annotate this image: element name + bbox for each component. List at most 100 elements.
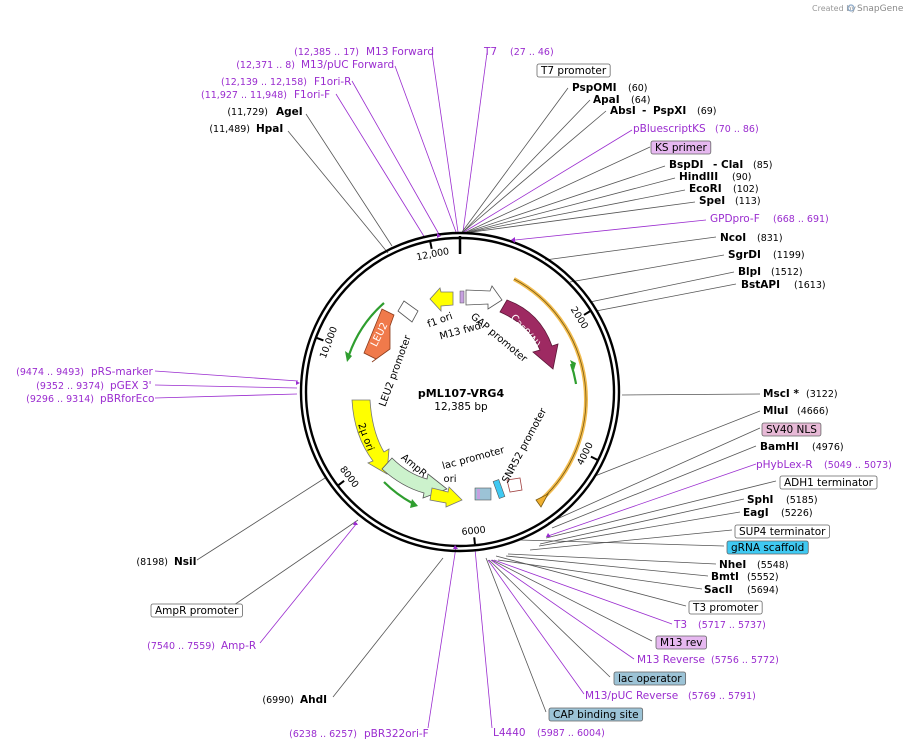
box-grna-scaffold: gRNA scaffold: [726, 540, 809, 555]
leader-sv40-nls: [547, 427, 761, 524]
box-grna-scaffold-text: gRNA scaffold: [731, 542, 804, 554]
pgex3-pos: (9352 .. 9374): [36, 381, 104, 392]
msci-name: MscI *: [763, 388, 799, 400]
leader-ks-primer: [463, 146, 651, 234]
ruler-label-12000: 12,000: [415, 246, 450, 263]
leader-spei: [464, 201, 696, 234]
prs-marker-name: pRS-marker: [91, 366, 154, 378]
leader-hpai: [287, 130, 389, 254]
m13-forward-pos: (12,385 .. 17): [294, 47, 359, 58]
l4440-name: L4440: [493, 727, 526, 739]
box-cap-binding-site-rect: [548, 707, 644, 722]
top-primer-labels: (12,385 .. 17) M13 Forward (12,371 .. 8)…: [201, 46, 554, 101]
ruler-tick-6000: [473, 537, 476, 545]
box-lac-operator-text: lac operator: [618, 673, 682, 685]
apai-pos: (64): [631, 95, 651, 106]
box-ampr-promoter: AmpR promoter: [150, 603, 243, 618]
leader-t7: [462, 52, 488, 233]
bamhi-pos: (4976): [812, 442, 844, 453]
leader-t3: [493, 559, 673, 625]
gap-promoter-arrow: [465, 285, 503, 310]
leader-ampr-promoter: [233, 519, 359, 606]
leader-sup4: [529, 529, 733, 551]
mlui-name: MluI: [763, 405, 788, 417]
primer-mark-f1ori: [437, 233, 441, 238]
bamhi-name: BamHI: [760, 441, 799, 453]
plasmid-name: pML107-VRG4: [418, 387, 505, 400]
leader-m13-reverse: [490, 559, 635, 660]
box-ks-primer-rect: [650, 140, 712, 155]
bmti-name: BmtI: [711, 571, 739, 583]
primer-marks: [296, 233, 551, 549]
bstapi-name: BstAPI: [741, 279, 780, 291]
label-f1-ori: f1 ori: [426, 311, 454, 330]
bspdi-sep: -: [713, 159, 717, 171]
leader-ncoi: [544, 236, 717, 261]
plasmid-title: pML107-VRG4 12,385 bp: [418, 387, 505, 413]
leader-pbr322ori-f: [427, 546, 457, 729]
pgex3-name: pGEX 3': [110, 380, 152, 392]
primer-mark-pbr322: [453, 545, 458, 549]
sphi-name: SphI: [747, 494, 773, 506]
leader-f1ori-f: [335, 93, 426, 239]
leader-pbrforeco: [154, 393, 298, 399]
m13-reverse-name: M13 Reverse: [637, 654, 705, 666]
leu2-green-arrow: [345, 351, 352, 362]
box-lac-operator-rect: [613, 671, 687, 686]
leader-adh1: [545, 480, 777, 539]
leader-lac-operator: [488, 559, 611, 678]
primer-mark-phyblex: [546, 533, 551, 537]
bspdi-pos: (85): [753, 160, 773, 171]
cas9-orf-arc: [513, 277, 588, 508]
spei-name: SpeI: [699, 195, 725, 207]
box-sv40-nls-rect: [761, 422, 822, 437]
phyblex-r-name: pHybLex-R: [756, 459, 813, 471]
leader-gpdpro-f: [514, 219, 707, 241]
ruler-label-10000: 10,000: [318, 325, 340, 360]
box-m13-rev: M13 rev: [655, 635, 707, 650]
leader-ahdi: [332, 557, 444, 698]
leader-apai: [462, 99, 591, 233]
cas9-green-arc: [569, 363, 578, 385]
eagi-pos: (5226): [781, 508, 813, 519]
pspomi-pos: (60): [628, 83, 648, 94]
sphi-pos: (5185): [786, 495, 818, 506]
box-m13-rev-rect: [655, 635, 707, 650]
snr52-promoter-arrow: [506, 477, 523, 493]
credit-brand: SnapGene: [857, 4, 904, 14]
box-ks-primer: KS primer: [650, 140, 712, 155]
right-primer-labels: pBluescriptKS (70 .. 86) GPDpro-F (668 .…: [493, 123, 892, 739]
box-adh1-terminator: ADH1 terminator: [779, 475, 878, 490]
box-adh1-terminator-rect: [779, 475, 878, 490]
hindiii-name: HindIII: [679, 171, 718, 183]
m13puc-reverse-pos: (5769 .. 5791): [688, 691, 756, 702]
absi-sep: -: [642, 105, 646, 117]
ruler-tick-10000: [316, 337, 324, 342]
pbr322ori-f-name: pBR322ori-F: [364, 728, 429, 740]
l4440-pos: (5987 .. 6004): [537, 728, 605, 739]
phyblex-r-pos: (5049 .. 5073): [824, 460, 892, 471]
leader-sgrdi: [569, 254, 725, 283]
leader-l4440: [474, 548, 493, 729]
leader-hindiii: [464, 177, 676, 234]
t7-pos: (27 .. 46): [510, 47, 554, 58]
box-sup4-terminator: SUP4 terminator: [734, 524, 830, 539]
gpdpro-f-name: GPDpro-F: [710, 213, 760, 225]
label-snr52-promoter: SNR52 promoter: [500, 406, 549, 485]
box-t7-promoter: T7 promoter: [536, 63, 611, 78]
box-adh1-terminator-text: ADH1 terminator: [784, 477, 874, 489]
nhei-name: NheI: [719, 559, 746, 571]
orf-arc-outline: [513, 278, 587, 501]
leader-f1ori-r: [351, 80, 441, 237]
leu2-promoter-block: [397, 300, 419, 323]
box-cap-binding-site: CAP binding site: [548, 707, 644, 722]
leader-m13puc-forward: [394, 65, 457, 233]
leader-nhei: [507, 553, 717, 565]
box-t7-promoter-rect: [536, 63, 611, 78]
label-lac-promoter: lac promoter: [441, 445, 507, 472]
box-sup4-terminator-rect: [734, 524, 830, 539]
bmti-pos: (5552): [747, 572, 779, 583]
msci-pos: (3122): [806, 389, 838, 400]
ruler-label-8000: 8000: [337, 464, 360, 490]
primer-mark-ampr: [353, 521, 358, 525]
